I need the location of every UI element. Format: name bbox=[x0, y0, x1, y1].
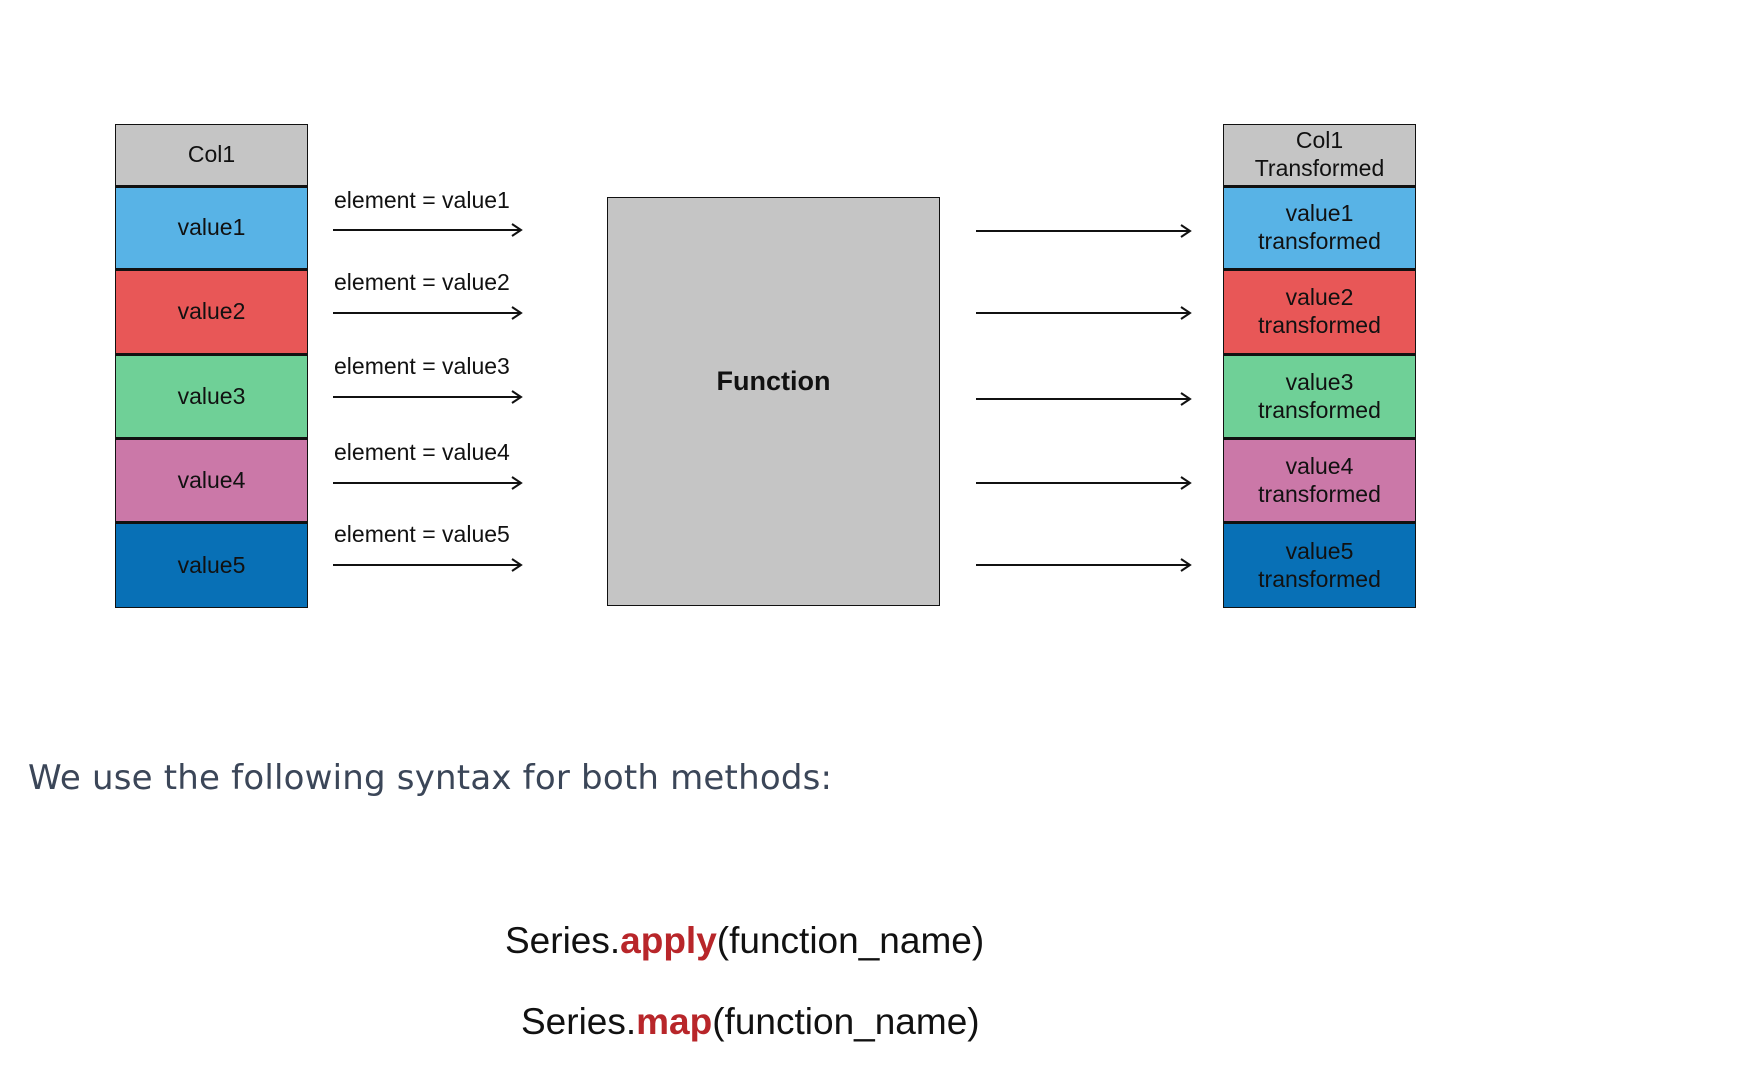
function-label: Function bbox=[716, 366, 831, 396]
input-cell: value3 bbox=[116, 356, 307, 440]
output-cell-line2: transformed bbox=[1258, 565, 1381, 592]
syntax-prefix: Series. bbox=[505, 920, 621, 961]
arrow-label: element = value5 bbox=[334, 521, 510, 547]
arrow-label: element = value1 bbox=[334, 187, 510, 213]
output-cell: value4 transformed bbox=[1224, 440, 1415, 524]
output-cell-line1: value3 bbox=[1285, 368, 1354, 395]
output-arrow bbox=[976, 392, 1192, 406]
output-arrow bbox=[976, 558, 1192, 572]
output-column: Col1 Transformed value1 transformed valu… bbox=[1223, 124, 1416, 608]
output-cell-line1: value4 bbox=[1285, 452, 1354, 479]
output-header-line1: Col1 bbox=[1295, 127, 1344, 154]
output-header-line2: Transformed bbox=[1254, 155, 1385, 181]
input-cell: value4 bbox=[116, 440, 307, 524]
input-column-header: Col1 bbox=[116, 125, 307, 188]
input-cell: value5 bbox=[116, 524, 307, 607]
syntax-method: apply bbox=[620, 920, 717, 961]
arrow-label: element = value4 bbox=[334, 439, 510, 465]
arrow-label: element = value3 bbox=[334, 353, 510, 379]
output-cell-line2: transformed bbox=[1258, 312, 1381, 338]
input-arrow bbox=[333, 558, 523, 572]
syntax-map: Series.map(function_name) bbox=[521, 1001, 980, 1043]
output-cell-line1: value1 bbox=[1285, 200, 1354, 227]
syntax-apply: Series.apply(function_name) bbox=[505, 920, 984, 962]
output-cell-line2: transformed bbox=[1258, 228, 1381, 254]
input-cell: value1 bbox=[116, 188, 307, 271]
input-arrow bbox=[333, 223, 523, 237]
input-cell: value2 bbox=[116, 271, 307, 356]
output-column-header: Col1 Transformed bbox=[1224, 125, 1415, 188]
syntax-suffix: (function_name) bbox=[712, 1001, 980, 1042]
output-cell-line2: transformed bbox=[1258, 396, 1381, 423]
output-arrow bbox=[976, 476, 1192, 490]
output-arrow bbox=[976, 306, 1192, 320]
output-cell: value2 transformed bbox=[1224, 271, 1415, 356]
syntax-prefix: Series. bbox=[521, 1001, 637, 1042]
input-arrow bbox=[333, 476, 523, 490]
output-cell: value3 transformed bbox=[1224, 356, 1415, 440]
input-column: Col1 value1 value2 value3 value4 value5 bbox=[115, 124, 308, 608]
intro-text: We use the following syntax for both met… bbox=[28, 758, 833, 798]
output-cell-line1: value2 bbox=[1285, 284, 1354, 311]
output-cell-line2: transformed bbox=[1258, 480, 1381, 507]
function-box: Function bbox=[607, 197, 940, 606]
output-cell: value5 transformed bbox=[1224, 524, 1415, 607]
output-arrow bbox=[976, 224, 1192, 238]
syntax-suffix: (function_name) bbox=[716, 920, 985, 961]
input-arrow bbox=[333, 306, 523, 320]
syntax-method: map bbox=[636, 1001, 713, 1042]
output-cell-line1: value5 bbox=[1285, 537, 1354, 564]
arrow-label: element = value2 bbox=[334, 269, 510, 295]
input-arrow bbox=[333, 390, 523, 404]
output-cell: value1 transformed bbox=[1224, 188, 1415, 271]
